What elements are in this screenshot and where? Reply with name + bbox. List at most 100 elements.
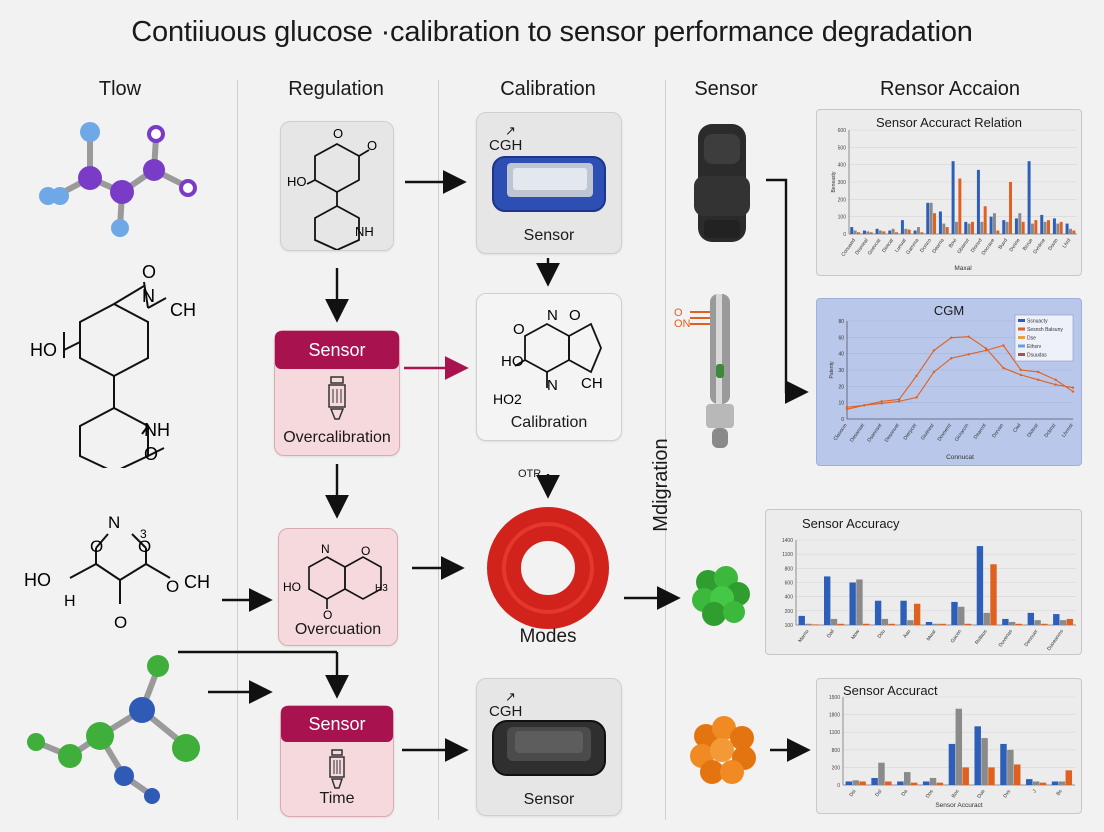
bar [945, 227, 949, 234]
bar [1034, 620, 1041, 625]
x-tick-label: Diotcat [881, 237, 895, 254]
cgh-sensor-card: CGH ↗ Sensor [476, 112, 622, 254]
probe-label-2: ON [674, 318, 691, 330]
skeletal-molecule-3: O N 3 O HO H O O CH [24, 513, 210, 632]
bar [951, 161, 955, 234]
x-axis-label: Sensor Accuract [935, 802, 983, 809]
bar [1047, 220, 1050, 234]
bar [989, 216, 993, 234]
x-tick-label: Desanset [849, 422, 866, 443]
bar [1014, 218, 1018, 234]
bar [874, 600, 882, 625]
cgh-sensor-card-2: CGH ↗ Sensor [476, 678, 622, 816]
bar [1058, 781, 1066, 785]
x-tick-label: Dvs [1002, 788, 1012, 799]
bar [932, 623, 939, 625]
bar [1000, 743, 1007, 785]
x-tick-label: Aau [902, 629, 912, 640]
bar [976, 546, 984, 625]
y-tick-label: 400 [785, 595, 794, 601]
y-tick-label: 600 [785, 581, 794, 587]
bar [974, 726, 981, 785]
atom-label: CH [184, 572, 210, 592]
bar [891, 228, 895, 234]
bar [1056, 223, 1060, 234]
bar [1052, 218, 1056, 234]
ball-stick-molecule-purple [39, 122, 197, 237]
bar [958, 178, 962, 234]
page-title: Contiiuous glucose ·calibration to senso… [131, 16, 973, 48]
bar [942, 223, 946, 234]
orange-cluster-icon [690, 716, 756, 784]
x-tick-label: Gicrarcm [954, 423, 971, 443]
bar [916, 227, 920, 234]
bar [1005, 221, 1009, 234]
bar [955, 708, 963, 785]
x-tick-label: Rstlaus [974, 628, 989, 646]
legend-swatch [1018, 319, 1025, 322]
bar [900, 600, 907, 625]
chart-title: CGM [933, 303, 965, 318]
skeletal-molecule-2: O N CH HO NH O [30, 262, 196, 468]
atom-label: O [166, 577, 179, 596]
data-point [863, 404, 866, 407]
x-tick-label: Da [900, 789, 909, 798]
bar [852, 780, 859, 785]
bar [830, 618, 838, 625]
legend-swatch [1018, 344, 1025, 348]
y-tick-label: 10 [838, 401, 844, 407]
bar [920, 232, 924, 234]
x-tick-label: Diotvst [1026, 422, 1040, 438]
probe-label: O ON [674, 308, 691, 330]
legend-swatch [1018, 327, 1025, 331]
bar [862, 230, 866, 234]
bar [1018, 213, 1022, 234]
bar [951, 601, 958, 625]
bar [1030, 223, 1034, 234]
atom-label: N [547, 377, 558, 394]
x-tick-label: Dsannset [866, 422, 883, 443]
bar [907, 620, 914, 625]
column-header-flow: Tlow [98, 78, 142, 100]
x-tick-label: Dail [826, 629, 836, 640]
card-label: Calibration [510, 414, 588, 431]
bar [895, 232, 898, 234]
bar [983, 612, 990, 625]
data-point [932, 370, 936, 374]
x-tick-label: Lhrd [1062, 238, 1073, 250]
bar [926, 202, 930, 234]
card-label: Overcalibration [283, 429, 391, 446]
column-header-sensor: Sensor [694, 78, 758, 100]
x-tick-label: J [1032, 788, 1039, 794]
sensor-overcalibration-card: Sensor Overcalibration [274, 330, 400, 456]
x-tick-label: Dearna [931, 238, 945, 255]
data-point [1054, 383, 1057, 386]
data-point [1019, 373, 1023, 377]
data-point [1071, 386, 1075, 389]
x-tick-label: Bos [951, 788, 961, 799]
data-point [915, 374, 918, 378]
bar [1015, 623, 1023, 625]
data-point [950, 336, 953, 339]
bar [863, 623, 870, 625]
bar [1059, 221, 1063, 234]
card-label: Overcuation [294, 621, 382, 638]
bar [857, 232, 860, 234]
y-tick-label: 0 [837, 783, 840, 789]
y-tick-label: 100 [785, 623, 794, 629]
bar [964, 623, 972, 625]
y-tick-label: 20 [838, 384, 844, 390]
atom-label: O [367, 138, 377, 153]
y-tick-label: 800 [785, 566, 794, 572]
x-tick-label: Duoeanms [1046, 628, 1065, 652]
column-divider [237, 80, 238, 820]
x-tick-label: Bs [1055, 788, 1064, 797]
sensor-device-dark [492, 720, 606, 776]
atom-label: O [144, 444, 158, 464]
bar [980, 221, 984, 234]
bar [1026, 779, 1033, 785]
y-tick-label: 60 [838, 335, 844, 341]
bar [983, 206, 987, 234]
